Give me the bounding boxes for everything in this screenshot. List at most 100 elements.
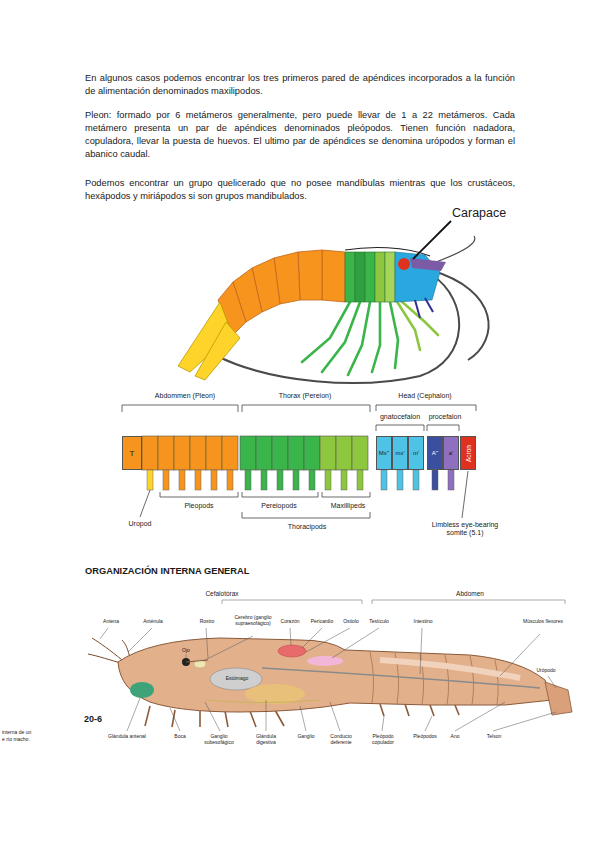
bracket: [122, 405, 238, 412]
crayfish-body: [380, 660, 520, 678]
leader-line: [306, 628, 350, 652]
leader-line: [382, 716, 384, 731]
part-label: Glándula antenal: [108, 734, 146, 740]
crayfish-body: [205, 700, 320, 703]
bracket: [322, 492, 370, 497]
part-label: Testículo: [364, 619, 394, 625]
part-label: Cefalotórax: [192, 590, 252, 597]
crayfish-legs: [250, 711, 256, 727]
leader-line: [290, 628, 291, 645]
crayfish-body: [307, 656, 343, 666]
part-label: Pericardio: [306, 619, 338, 625]
leader-line: [300, 706, 306, 731]
crayfish-legs: [380, 704, 384, 716]
crayfish-body: [545, 682, 572, 715]
appendage-stalk: [397, 470, 403, 490]
crayfish-body: [262, 668, 540, 688]
part-label: Abdommen (Pleon): [130, 392, 240, 400]
leader-line: [548, 676, 556, 688]
appendage-stalk: [147, 470, 153, 490]
segment: [256, 436, 272, 470]
segment: [222, 436, 238, 470]
segment-label: Mx'': [379, 450, 389, 456]
leader-line: [332, 628, 379, 658]
crayfish-body: [210, 668, 262, 690]
part-label: Head (Cephalon): [380, 392, 470, 400]
part-label: Telson: [480, 734, 508, 740]
crayfish-body: [245, 684, 305, 704]
segment-box: m': [408, 436, 424, 470]
crayfish-legs: [405, 704, 409, 716]
shrimp-thorax: [345, 252, 355, 302]
bracket: [376, 425, 424, 431]
part-label: Antena: [96, 619, 126, 625]
part-label: Ostiolo: [340, 619, 362, 625]
shrimp-antennae: [436, 236, 475, 262]
shrimp-abdomen: [298, 250, 322, 300]
part-label: Cerebro (ganglio supraesofágico): [230, 615, 276, 627]
segment: [304, 436, 320, 470]
appendage-stalk: [277, 470, 283, 490]
part-label: Pereiopods: [246, 502, 312, 510]
leader-line: [203, 636, 253, 661]
shrimp-thorax: [375, 252, 385, 302]
shrimp-abdomen: [322, 250, 345, 302]
segment-box: A'': [427, 436, 443, 470]
appendage-stalk: [309, 470, 315, 490]
shrimp-legs: [302, 302, 350, 362]
appendage-stalk: [261, 470, 267, 490]
shrimp-tail-fan: [178, 302, 240, 380]
shrimp-head: [345, 221, 451, 318]
leader-line: [186, 654, 187, 658]
appendage-stalk: [211, 470, 217, 490]
segment: [142, 436, 158, 470]
part-label: Maxillipeds: [318, 502, 378, 510]
part-label: Ojo: [176, 648, 196, 654]
appendage-stalk: [147, 470, 454, 490]
body-paragraph: Pleon: formado por 6 metámeros generalme…: [85, 109, 515, 161]
part-label: Uropod: [112, 520, 168, 528]
part-label: Urópodo: [530, 668, 562, 674]
segment-box: Mx'': [376, 436, 392, 470]
appendage-stalk: [357, 470, 363, 490]
segment: [190, 436, 206, 470]
leader-line: [170, 708, 180, 731]
shrimp-thorax: [385, 252, 395, 302]
leader-line: [330, 702, 340, 731]
bracket: [427, 425, 459, 431]
part-label: Glándula digestiva: [246, 734, 286, 746]
segment-box: Acron: [460, 436, 476, 470]
bracket: [462, 471, 468, 518]
segment: [272, 436, 288, 470]
shrimp-head: [415, 298, 433, 318]
part-label: Intestino: [408, 619, 438, 625]
appendage-stalk: [413, 470, 419, 490]
part-label: Músculos flexores: [520, 619, 566, 625]
crayfish-legs: [430, 705, 434, 716]
shrimp-antennae: [215, 236, 489, 383]
part-label: Carapace: [452, 206, 522, 220]
shrimp-head: [410, 258, 446, 271]
part-label: interna de un: [2, 730, 62, 736]
crayfish-legs: [275, 710, 284, 726]
leader-line: [100, 600, 565, 731]
bracket: [160, 492, 238, 497]
bracket: [376, 405, 476, 411]
segment: [158, 436, 174, 470]
segment: [288, 436, 304, 470]
part-label: Ganglio: [292, 734, 320, 740]
part-label: Abdomen: [440, 590, 500, 597]
crayfish-body: [130, 682, 154, 698]
crayfish-legs: [145, 706, 150, 726]
leader-line: [205, 702, 220, 731]
part-label: Pleópodo copulador: [362, 734, 404, 746]
part-label: Thorax (Pereion): [250, 392, 360, 400]
appendage-stalk: [227, 470, 233, 490]
appendage-stalk: [293, 470, 299, 490]
part-label: Limbless eye-bearing somite (5.1): [430, 521, 500, 537]
shrimp-head: [413, 221, 451, 259]
appendage-stalk: [325, 470, 331, 490]
crayfish-legs: [455, 705, 459, 715]
segment-label: a': [449, 450, 453, 456]
